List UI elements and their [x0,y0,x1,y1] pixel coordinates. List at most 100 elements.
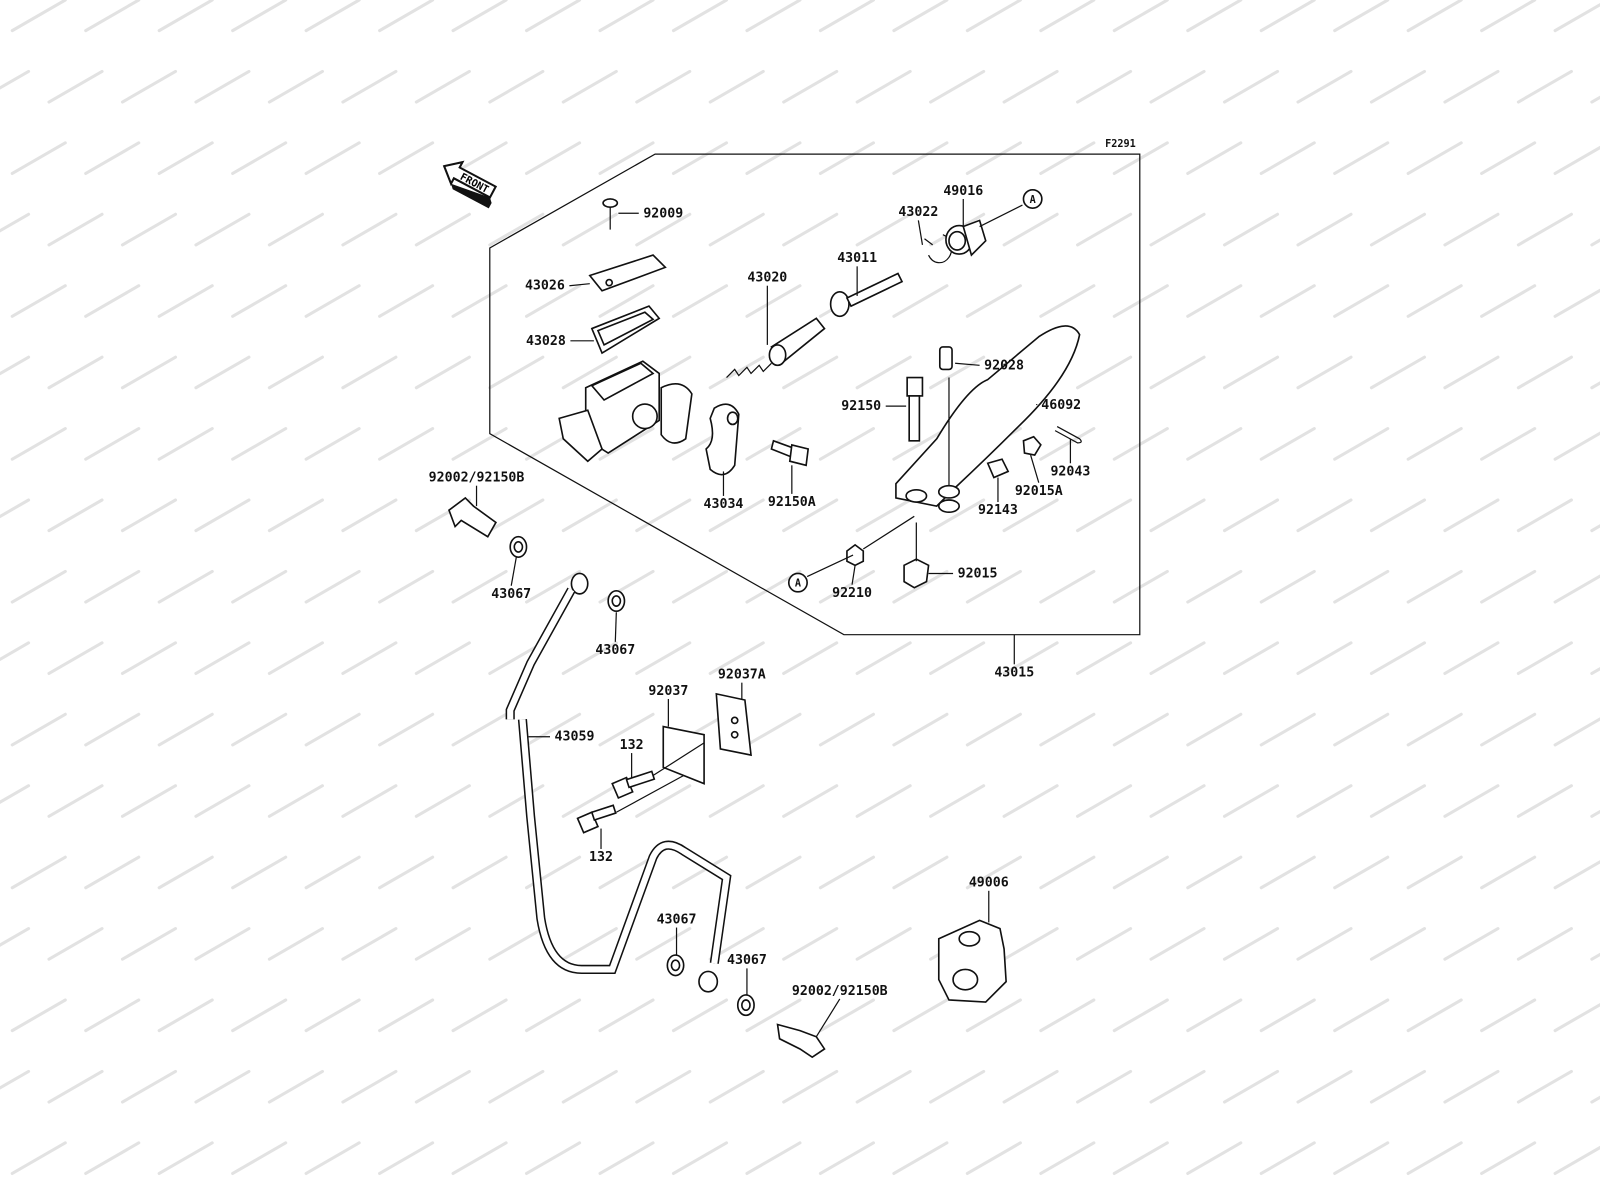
watermark-mark [341,641,398,675]
watermark-mark [157,569,214,604]
watermark-mark [965,0,1022,33]
diaphragm-43028 [590,305,661,355]
watermark-mark [708,1069,765,1104]
watermark-mark [1443,1069,1500,1104]
watermark-mark [855,784,912,818]
spring-43020 [726,317,826,378]
watermark-mark [708,212,765,247]
watermark-mark [965,1141,1022,1176]
watermark-mark [414,784,471,818]
watermark-mark [855,355,912,390]
watermark-mark [1002,498,1059,533]
watermark-mark [1480,0,1537,33]
watermark-mark [120,212,178,247]
watermark-mark [1333,569,1390,604]
watermark-mark [1369,784,1427,818]
watermark-mark [1516,212,1573,247]
watermark-mark [855,927,912,961]
watermark-mark [1590,238,1600,247]
watermark-mark [1222,212,1280,247]
watermark-mark [267,498,324,533]
watermark-mark [598,0,655,33]
watermark-mark [1186,0,1243,33]
watermark-mark [818,855,875,890]
watermark-mark [84,427,141,461]
watermark-mark [267,1069,324,1104]
watermark-mark [855,212,912,247]
watermark-mark [10,141,67,175]
watermark-mark [10,427,67,461]
part-labels: 9200943026430284302043011430224901692028… [429,184,1090,1038]
watermark-mark [782,1069,839,1104]
watermark-mark [818,427,875,461]
watermark-mark [1039,284,1096,318]
watermark-mark [892,1141,949,1176]
watermark-mark [120,1069,178,1104]
watermark-mark [855,69,912,104]
watermark-mark [1259,998,1316,1033]
watermark-mark [855,641,912,675]
watermark-mark [1406,284,1463,318]
watermark-mark [488,69,545,104]
watermark-mark [451,427,508,461]
watermark-mark [451,1141,508,1176]
watermark-mark [635,212,692,247]
watermark-mark [1406,1141,1463,1176]
watermark-mark [1369,212,1427,247]
leader-line-43026 [569,283,590,287]
watermark-mark [231,855,288,890]
watermark-mark [451,712,508,747]
watermark-mark [1112,569,1169,604]
watermark-mark [157,284,214,318]
bolt-92150A [770,439,810,467]
watermark-mark [414,641,471,675]
watermark-mark [194,498,251,533]
watermark-mark [929,69,986,104]
watermark-mark [378,569,435,604]
watermark-mark [1039,141,1096,175]
watermark-mark [10,855,67,890]
watermark-mark [745,0,802,33]
watermark-mark [1443,927,1500,961]
watermark-mark [1553,717,1600,747]
watermark-mark [1333,1141,1390,1176]
watermark-mark [120,498,178,533]
watermark-mark [231,284,288,318]
watermark-mark [1149,69,1206,104]
watermark-mark [1443,69,1500,104]
watermark-mark [414,212,471,247]
watermark-mark [892,998,949,1033]
watermark-mark [561,212,618,247]
bolt-132-b [576,804,617,834]
watermark-mark [1296,212,1353,247]
watermark-mark [818,0,875,33]
reservoir-cap-43026 [588,254,667,292]
watermark-mark [635,1069,692,1104]
watermark-mark [1149,784,1206,818]
watermark-mark [1590,952,1600,961]
watermark-mark [1333,855,1390,890]
watermark-mark [1112,712,1169,747]
watermark-mark [1516,784,1573,818]
part-label-92210: 92210 [832,586,872,601]
watermark-mark [1222,498,1280,533]
watermark-mark [267,641,324,675]
watermark-mark [1480,427,1537,461]
watermark-mark [598,141,655,175]
watermark-mark [0,641,31,662]
watermark-mark [157,141,214,175]
watermark-mark [1259,712,1316,747]
watermark-mark [1369,498,1427,533]
watermark-mark [231,0,288,33]
watermark-mark [1333,998,1390,1033]
watermark-mark [1333,712,1390,747]
watermark-mark [1553,1145,1600,1175]
watermark-mark [892,141,949,175]
watermark-mark [47,927,104,961]
watermark-mark [1222,1069,1280,1104]
watermark-mark [1076,641,1133,675]
banjo-bolt-bottom [776,1023,826,1059]
watermark-mark [1002,69,1059,104]
watermark-mark [231,141,288,175]
